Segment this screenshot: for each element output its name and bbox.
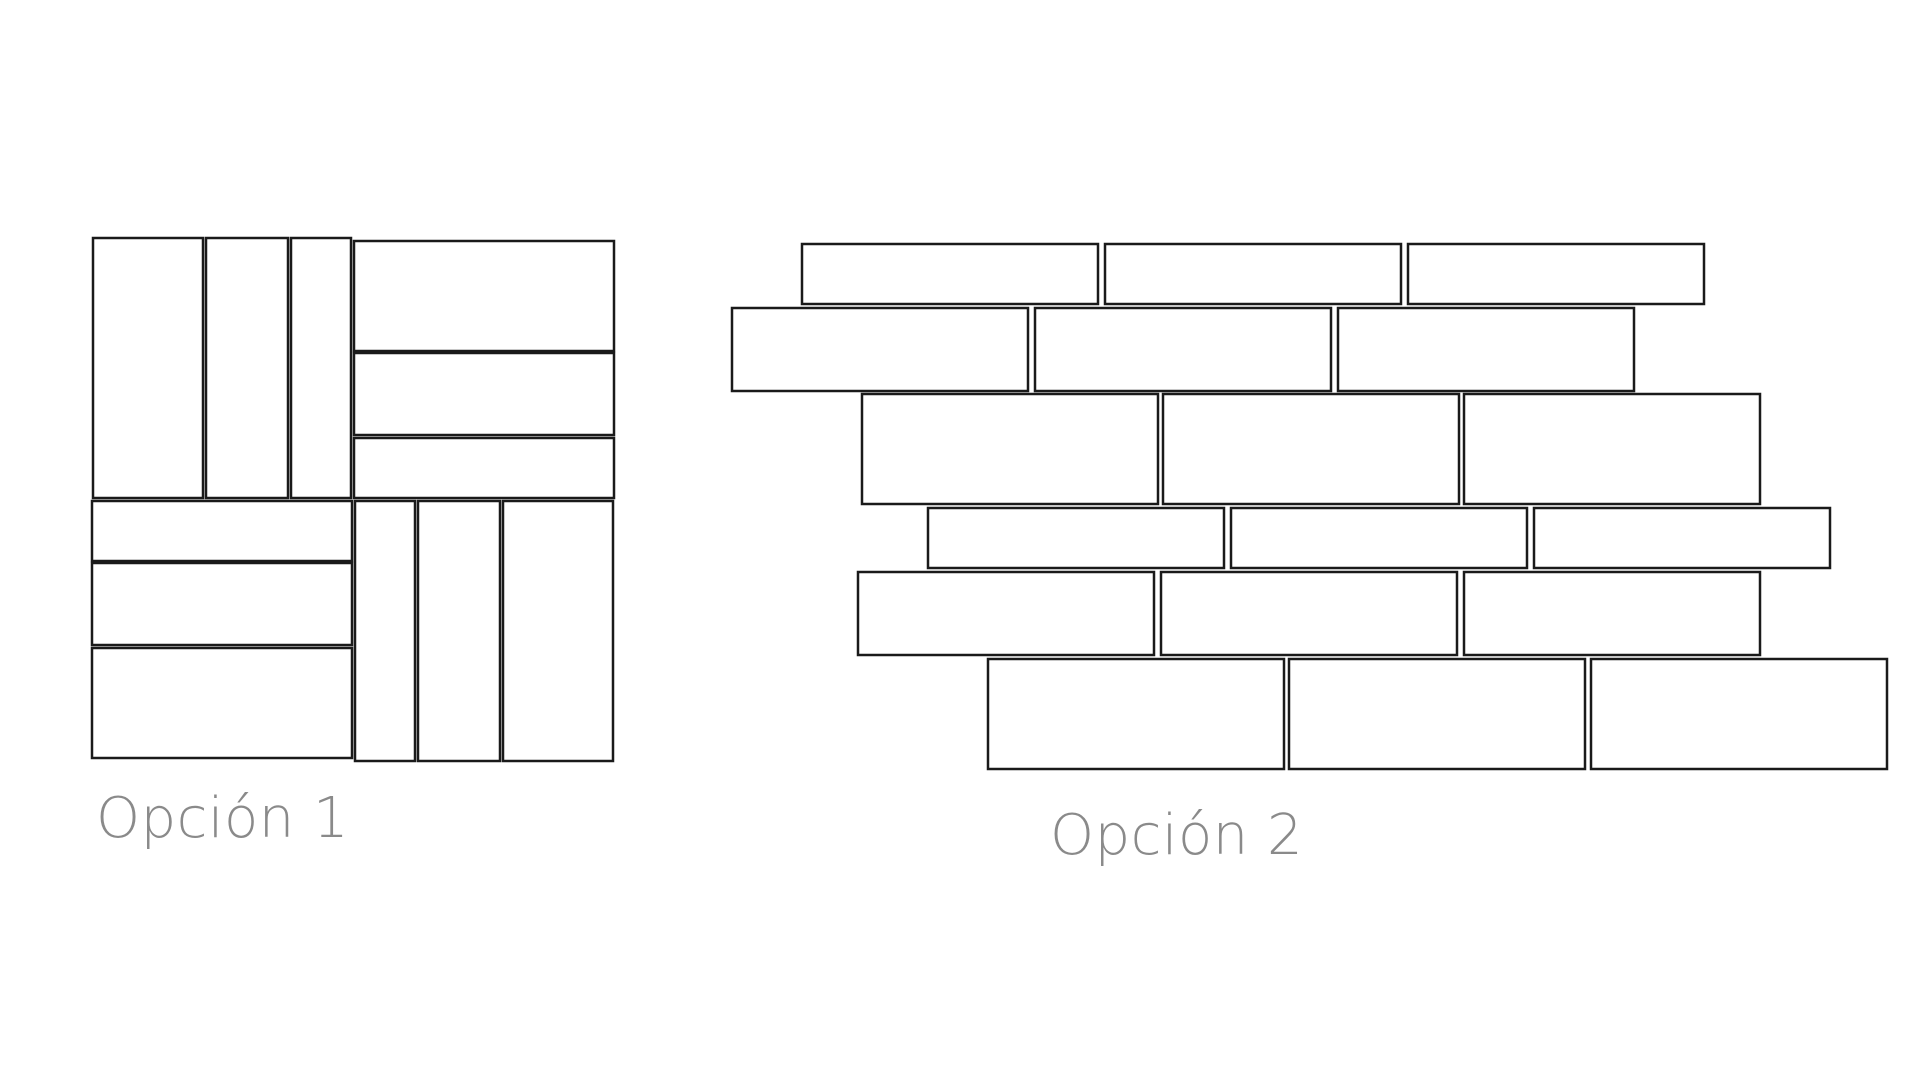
option-1-tile — [416, 499, 502, 763]
option-2-tile — [1589, 657, 1889, 771]
option-1-tile — [91, 236, 205, 500]
option-2-tile — [1161, 392, 1461, 506]
option-1-caption: Opción 1 — [96, 786, 350, 851]
option-2-tile — [730, 306, 1030, 393]
option-2-tile — [1462, 570, 1762, 657]
option-2-tile — [856, 570, 1156, 657]
option-1-tile — [352, 436, 616, 500]
option-2-tile — [1336, 306, 1636, 393]
option-1-tile — [352, 239, 616, 353]
option-2-tile — [1033, 306, 1333, 393]
option-2-tile — [1532, 506, 1832, 570]
option-2-tile — [926, 506, 1226, 570]
option-1-tile — [90, 499, 354, 563]
option-2-tile — [1159, 570, 1459, 657]
option-1-pattern — [90, 236, 616, 763]
option-2-pattern — [730, 242, 1889, 771]
option-1-tile — [289, 236, 353, 500]
option-2-tile — [860, 392, 1160, 506]
option-2-tile — [1287, 657, 1587, 771]
option-1-tile — [90, 646, 354, 760]
option-2-tile — [986, 657, 1286, 771]
option-1-tile — [204, 236, 290, 500]
option-1-tile — [90, 561, 354, 647]
option-2-tile — [800, 242, 1100, 306]
option-2-tile — [1406, 242, 1706, 306]
option-1-tile — [501, 499, 615, 763]
option-2-tile — [1229, 506, 1529, 570]
option-1-tile — [352, 351, 616, 437]
option-1-tile — [353, 499, 417, 763]
option-2-tile — [1462, 392, 1762, 506]
option-2-tile — [1103, 242, 1403, 306]
option-2-caption: Opción 2 — [1050, 803, 1304, 868]
